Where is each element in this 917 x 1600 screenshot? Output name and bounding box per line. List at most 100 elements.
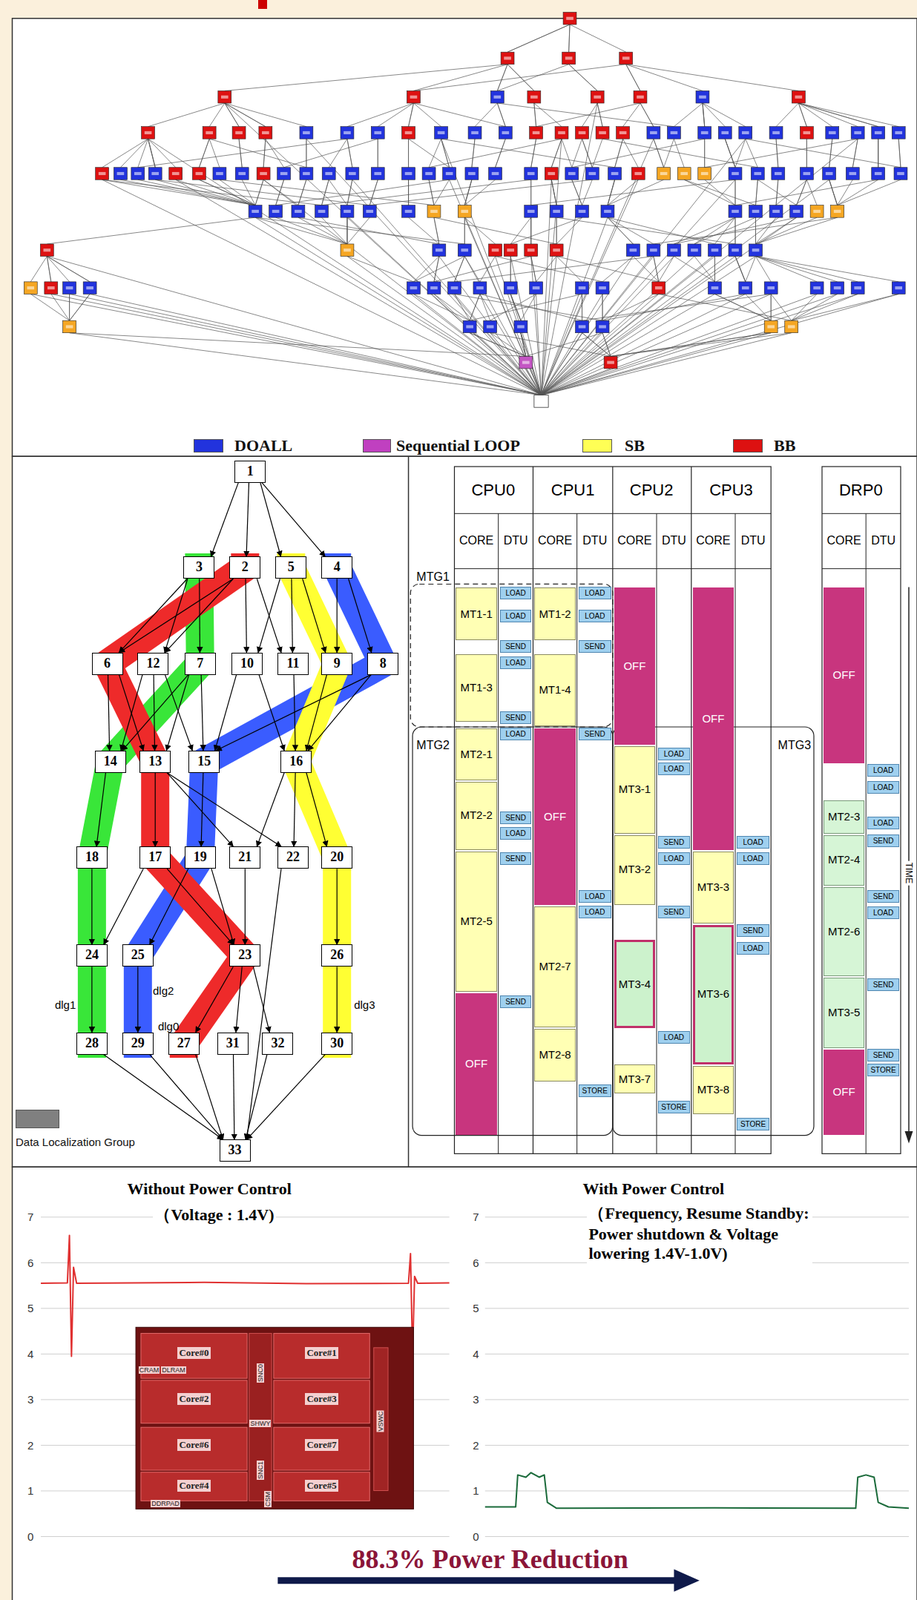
- chip-core-block: [273, 1427, 370, 1471]
- task-box-mark: [235, 131, 243, 135]
- dependency-line: [745, 138, 759, 168]
- node-label: SEND: [873, 1051, 895, 1060]
- macro-task-box: MT2-7: [534, 906, 575, 1028]
- dependency-line: [540, 255, 715, 395]
- task-box: [595, 281, 610, 295]
- dependency-line: [704, 179, 736, 205]
- dependency-arrow: [155, 773, 156, 847]
- dependency-line: [224, 103, 542, 396]
- task-box: [490, 90, 504, 104]
- data-localization-band: [290, 553, 337, 1058]
- macro-task-box: MT1-2: [534, 587, 575, 641]
- task-box: [498, 126, 512, 140]
- legend-swatch: [733, 439, 763, 453]
- dependency-line: [626, 64, 703, 92]
- task-box-mark: [501, 131, 509, 135]
- chip-part-label: Core#6: [177, 1439, 210, 1452]
- chip-core-block: [140, 1472, 248, 1502]
- task-box: [345, 167, 360, 181]
- node-label: MT1-2: [538, 608, 571, 621]
- task-node: 10: [231, 652, 263, 676]
- dependency-line: [198, 138, 210, 168]
- task-box: [871, 167, 886, 181]
- task-box: [666, 244, 681, 257]
- task-box: [63, 281, 77, 295]
- dependency-arrow: [247, 1054, 326, 1141]
- reduction-arrow: [277, 1577, 676, 1584]
- task-box: [500, 51, 515, 65]
- task-box-mark: [343, 131, 351, 135]
- dependency-line: [480, 293, 583, 321]
- task-node: 9: [321, 652, 353, 676]
- dependency-line: [704, 138, 858, 168]
- macro-task-box: MT2-3: [823, 800, 865, 834]
- task-box: [544, 167, 558, 181]
- dependency-line: [298, 179, 307, 205]
- dependency-line: [46, 255, 90, 282]
- dependency-line: [464, 217, 466, 245]
- chip-part-label: Core#7: [304, 1439, 338, 1452]
- task-box: [422, 167, 436, 181]
- task-box: [529, 126, 544, 140]
- task-box-mark: [348, 172, 357, 176]
- task-box-mark: [532, 131, 541, 135]
- task-box: [527, 90, 541, 104]
- dependency-arrow: [336, 868, 338, 945]
- task-box-mark: [503, 56, 512, 60]
- task-box-mark: [774, 172, 782, 176]
- task-box-mark: [795, 95, 803, 99]
- node-label: 5: [287, 560, 295, 575]
- node-label: MT3-7: [618, 1073, 651, 1087]
- dependency-arrow: [260, 482, 282, 557]
- task-box-mark: [772, 131, 780, 135]
- dependency-line: [497, 103, 506, 127]
- dependency-line: [776, 179, 779, 205]
- chip-switch-block: [373, 1348, 389, 1492]
- node-label: STORE: [870, 1066, 896, 1075]
- task-box: [40, 244, 54, 257]
- task-box: [595, 320, 610, 334]
- dependency-line: [640, 103, 654, 127]
- task-box: [235, 167, 249, 181]
- column-header: CPU1: [551, 480, 596, 501]
- table-line: [576, 513, 578, 1154]
- task-box-mark: [343, 209, 351, 213]
- transfer-box: LOAD: [867, 781, 900, 794]
- node-label: 17: [148, 850, 162, 866]
- task-box: [131, 167, 145, 181]
- dependency-line: [556, 217, 582, 245]
- dependency-line: [572, 179, 583, 205]
- task-node: 23: [229, 944, 261, 967]
- dependency-arrow: [195, 1054, 224, 1141]
- task-box-mark: [874, 131, 883, 135]
- task-box: [113, 167, 127, 181]
- dependency-line: [531, 255, 542, 395]
- task-box-mark: [552, 209, 561, 213]
- task-box: [340, 205, 354, 219]
- transfer-box: LOAD: [500, 727, 532, 741]
- node-label: 23: [238, 948, 252, 963]
- dependency-line: [602, 293, 604, 321]
- dependency-line: [102, 138, 149, 168]
- dependency-line: [702, 103, 705, 127]
- task-box-mark: [468, 172, 476, 176]
- transfer-box: LOAD: [736, 852, 770, 866]
- column-subheader: DTU: [741, 534, 766, 548]
- task-box: [524, 167, 538, 181]
- chart-title: （Frequency, Resume Standby: Power shutdo…: [586, 1202, 813, 1264]
- dependency-line: [255, 179, 264, 205]
- task-box-mark: [324, 172, 333, 176]
- axis-tick: 4: [472, 1348, 479, 1361]
- task-box-mark: [565, 56, 573, 60]
- dependency-line: [551, 179, 557, 205]
- dependency-line: [306, 138, 542, 395]
- column-header: DRP0: [839, 480, 883, 501]
- task-box-mark: [825, 172, 834, 176]
- dependency-line: [694, 217, 736, 245]
- table-line: [454, 568, 771, 570]
- dependency-line: [653, 138, 665, 168]
- group-label: MTG1: [414, 570, 451, 584]
- dependency-line: [408, 138, 409, 168]
- task-box-mark: [894, 286, 903, 290]
- panel: [12, 456, 917, 1168]
